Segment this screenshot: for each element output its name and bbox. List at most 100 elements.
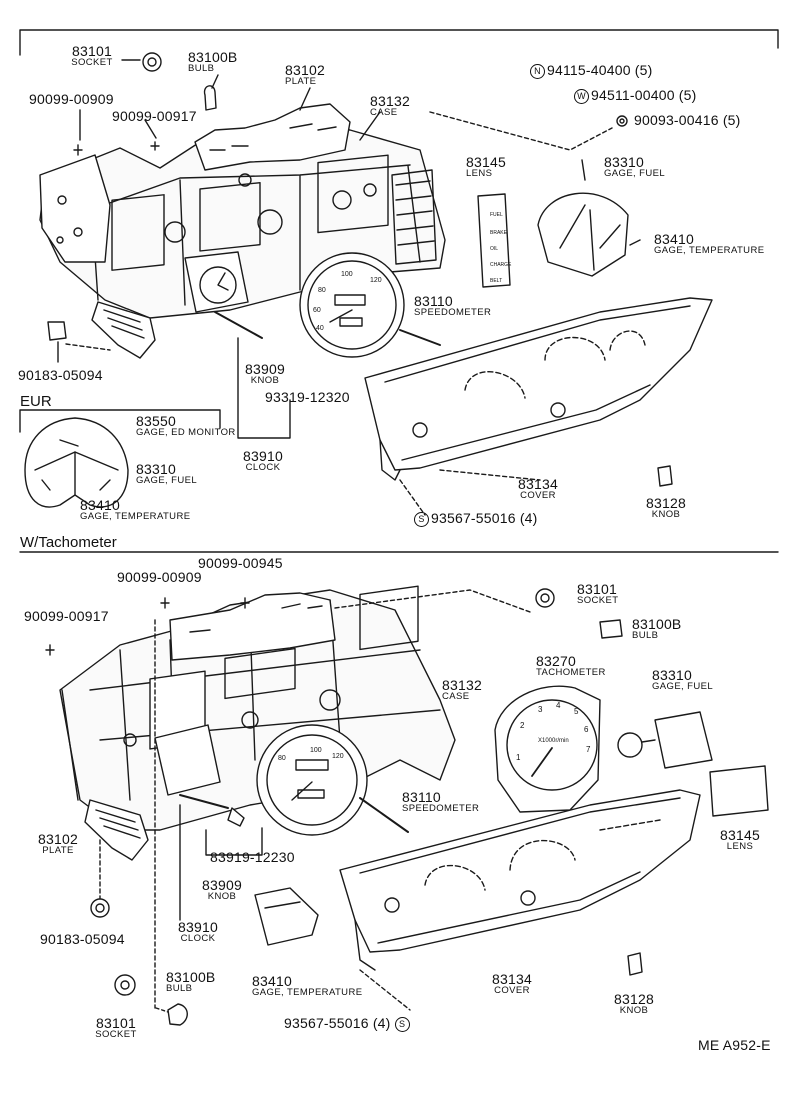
part-number: 83134 — [518, 476, 558, 492]
tachometer-label: 83270 TACHOMETER — [536, 654, 606, 678]
diagram-code: ME A952-E — [698, 1037, 771, 1053]
tach-section-title: W/Tachometer — [20, 534, 117, 551]
knob-label-top: 83128 KNOB — [638, 496, 694, 520]
screw-icon: S — [414, 511, 429, 527]
gage-temp-tach — [254, 887, 319, 946]
tach-tick-label: 1 — [516, 753, 521, 762]
part-name: GAGE, FUEL — [604, 168, 666, 179]
cover-tach — [339, 789, 701, 1011]
part-name: SPEEDOMETER — [414, 307, 492, 318]
screw-icon: S — [394, 1016, 410, 1032]
part-name: SOCKET — [95, 1029, 137, 1040]
speedometer-tach: 100 120 80 — [256, 724, 409, 836]
part-name: CASE — [370, 107, 398, 118]
screw-label-tach: 83919-12230 — [210, 849, 295, 865]
part-name: TACHOMETER — [536, 667, 606, 678]
part-name: COVER — [520, 490, 556, 501]
part-number: 83410 — [654, 231, 694, 247]
part-name: SOCKET — [71, 57, 113, 68]
clip-label-top: 90183-05094 — [18, 367, 103, 383]
gage-temp-label-tach: 83410 GAGE, TEMPERATURE — [252, 974, 362, 998]
part-number: 83270 — [536, 653, 576, 669]
ed-monitor-label: 83550 GAGE, ED MONITOR — [136, 414, 236, 438]
part-name: KNOB — [619, 1005, 649, 1016]
plate-label-top: 83102 PLATE — [285, 63, 325, 87]
part-number: 83100B — [632, 616, 682, 632]
speedo-tick-label: 120 — [332, 753, 344, 760]
tachometer-dial: X1000r/min 1 2 3 4 5 6 7 — [494, 685, 601, 813]
tach-tick-label: 6 — [584, 725, 589, 734]
part-name: CLOCK — [245, 462, 281, 473]
speedo-tick-label: 40 — [316, 325, 324, 332]
clock-tach — [154, 724, 263, 921]
bolt-a-label-tach: 90099-00909 — [117, 569, 202, 585]
part-name: GAGE, TEMPERATURE — [252, 987, 363, 998]
speedo-tick-label: 80 — [318, 287, 326, 294]
part-number: 83310 — [652, 667, 692, 683]
part-number: 83110 — [414, 293, 453, 309]
part-number: 83910 — [178, 919, 218, 935]
clock-top — [184, 251, 291, 439]
part-number: 83102 — [285, 62, 325, 78]
speedo-tick-label: 60 — [313, 307, 321, 314]
clock-label-tach: 83910 CLOCK — [170, 920, 226, 944]
case-label-top: 83132 CASE — [370, 94, 410, 118]
part-number: 83132 — [442, 677, 482, 693]
part-name: KNOB — [207, 891, 237, 902]
part-number: 83909 — [202, 877, 242, 893]
part-number: 83145 — [466, 154, 506, 170]
eur-gage-cluster — [24, 417, 129, 508]
cover-label-tach: 83134 COVER — [484, 972, 540, 996]
knob-clock-label-tach: 83909 KNOB — [196, 878, 248, 902]
lens-mark: BRAKE — [490, 230, 508, 236]
tach-tick-label: 2 — [520, 721, 525, 730]
cover-label-top: 83134 COVER — [510, 477, 566, 501]
cover-top — [364, 297, 713, 516]
part-number: 83102 — [38, 831, 78, 847]
part-name: BULB — [166, 983, 193, 994]
lens-label-top: 83145 LENS — [466, 155, 506, 179]
knob-clock-label-top: 83909 KNOB — [240, 362, 290, 386]
lens-mark: CHARGE — [490, 262, 512, 268]
part-name: LENS — [726, 841, 754, 852]
bulb-label-top: 83100B BULB — [188, 50, 237, 74]
lens-label-tach: 83145 LENS — [712, 828, 768, 852]
socket-bulb-tach-right — [535, 588, 623, 639]
part-name: COVER — [494, 985, 530, 996]
speedo-tick-label: 80 — [278, 755, 286, 762]
gage-fuel-label-top: 83310 GAGE, FUEL — [604, 155, 665, 179]
gage-fuel-temp-top — [537, 159, 641, 277]
tach-tick-label: 4 — [556, 701, 561, 710]
part-name: LENS — [466, 168, 493, 179]
lens-mark: FUEL — [490, 212, 503, 218]
part-number: 83128 — [646, 495, 686, 511]
part-number: 83101 — [577, 581, 617, 597]
part-number: 93567-55016 (4) — [431, 510, 538, 526]
screw-cover-label-tach: 93567-55016 (4) S — [284, 1016, 412, 1032]
gage-fuel-label-eur: 83310 GAGE, FUEL — [136, 462, 197, 486]
speedo-tick-label: 100 — [341, 271, 353, 278]
part-number: 83132 — [370, 93, 410, 109]
part-name: PLATE — [42, 845, 74, 856]
lens-mark: BELT — [490, 278, 502, 284]
bolt-a-label-top: 90099-00909 — [29, 91, 114, 107]
part-number: 83310 — [136, 461, 176, 477]
socket-label-top: 83101 SOCKET — [60, 44, 124, 68]
part-number: 83310 — [604, 154, 644, 170]
tach-tick-label: 7 — [586, 745, 591, 754]
bolt-b-label-top: 90099-00917 — [112, 108, 197, 124]
hardware-icons-top — [616, 115, 628, 127]
part-name: KNOB — [651, 509, 681, 520]
case-label-tach: 83132 CASE — [442, 678, 482, 702]
part-name: SOCKET — [577, 595, 619, 606]
part-number: 83101 — [96, 1015, 136, 1031]
part-number: 83101 — [72, 43, 112, 59]
part-name: GAGE, FUEL — [652, 681, 714, 692]
speedo-tick-label: 100 — [310, 747, 322, 754]
lens-mark: OIL — [490, 246, 498, 252]
part-number: 83128 — [614, 991, 654, 1007]
part-name: GAGE, ED MONITOR — [136, 427, 236, 438]
